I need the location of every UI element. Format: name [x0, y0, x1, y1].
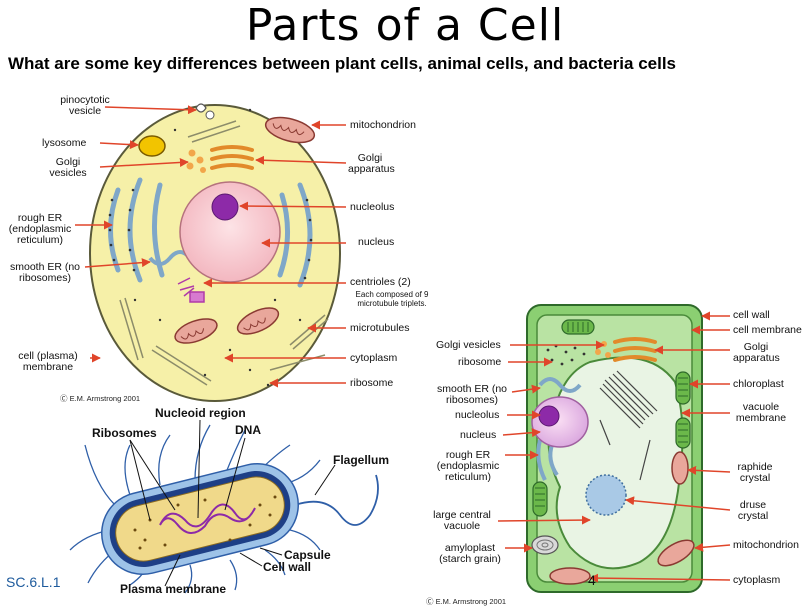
chloroplast-top: [561, 319, 595, 335]
label-amyloplast: amyloplast (starch grain): [439, 542, 501, 565]
druse-crystal: [585, 474, 627, 516]
mitochondrion-2: [174, 318, 218, 344]
label-capsule: Capsule: [284, 548, 331, 562]
lysosome: [138, 135, 166, 157]
label-rough-er: rough ER (endoplasmic reticulum): [8, 212, 72, 246]
flagellum: [294, 474, 379, 526]
label-vacuole-membrane: vacuole membrane: [735, 401, 787, 424]
label-golgi-apparatus: Golgi apparatus: [348, 152, 395, 175]
centrioles: [177, 277, 205, 303]
label-microtubules: microtubules: [350, 322, 410, 334]
label-plant-rough-er: rough ER (endoplasmic reticulum): [436, 449, 500, 483]
animal-credit-text: E.M. Armstrong 2001: [69, 394, 141, 403]
plant-rough-er: [536, 439, 559, 481]
label-cell-wall: Cell wall: [263, 560, 312, 574]
animal-cell: [75, 103, 347, 402]
label-cytoplasm: cytoplasm: [350, 352, 398, 364]
label-plant-ribosome: ribosome: [458, 356, 502, 368]
plant-credit-text: E.M. Armstrong 2001: [435, 597, 507, 606]
plasma-membrane: [115, 476, 285, 562]
chloroplast-right-1: [675, 371, 691, 405]
amyloplast: [531, 535, 559, 555]
label-nucleolus: nucleolus: [350, 201, 395, 213]
label-centrioles: centrioles (2): [350, 276, 411, 288]
plant-golgi: [613, 337, 657, 362]
label-chloroplast: chloroplast: [733, 378, 784, 390]
plant-smooth-er: [538, 377, 582, 393]
microtubules: [119, 120, 329, 386]
animal-nucleus: [179, 181, 281, 283]
pinocytotic-vesicle: [195, 103, 207, 113]
label-centrioles-note: Each composed of 9 microtubule triplets.: [355, 290, 429, 308]
plant-mitochondrion-bottom: [657, 539, 695, 567]
label-raphide-crystal: raphide crystal: [737, 461, 773, 484]
chloroplast-left: [532, 481, 548, 517]
label-plant-cytoplasm: cytoplasm: [733, 574, 781, 586]
label-mitochondrion: mitochondrion: [350, 119, 416, 131]
plant-cell: [497, 304, 731, 593]
animal-nucleolus: [211, 193, 239, 221]
label-plant-nucleus: nucleus: [460, 429, 497, 441]
standard-code: SC.6.L.1: [6, 574, 61, 590]
plant-credit: Ⓒ E.M. Armstrong 2001: [426, 597, 507, 606]
label-plant-mitochondrion: mitochondrion: [733, 539, 799, 551]
page-subtitle: What are some key differences between pl…: [8, 54, 677, 73]
label-ribosomes: Ribosomes: [92, 426, 157, 440]
label-ribosome: ribosome: [350, 377, 394, 389]
animal-credit: Ⓒ E.M. Armstrong 2001: [60, 394, 141, 403]
raphide-crystal: [599, 370, 658, 481]
mitochondrion-1: [264, 116, 316, 144]
label-plasma-membrane: Plasma membrane: [120, 582, 227, 596]
label-pinocytotic-vesicle: pinocytotic vesicle: [60, 94, 110, 117]
plant-arrows: [497, 311, 731, 583]
label-golgi-vesicles: Golgi vesicles: [49, 156, 87, 179]
label-cell-membrane: cell (plasma) membrane: [18, 350, 78, 373]
label-plant-cell-membrane: cell membrane: [733, 324, 802, 336]
bacteria-cell: [69, 419, 379, 594]
label-nucleoid-region: Nucleoid region: [155, 406, 246, 420]
ribosomes: [133, 108, 302, 387]
slide-number: 4: [588, 572, 596, 588]
label-plant-smooth-er: smooth ER (no ribosomes): [436, 383, 508, 406]
label-druse-crystal: druse crystal: [737, 499, 769, 522]
label-flagellum: Flagellum: [333, 453, 390, 467]
plant-mitochondrion-right: [671, 451, 689, 485]
plant-mitochondrion-left: [549, 567, 591, 585]
label-plant-cell-wall: cell wall: [733, 309, 770, 321]
golgi-apparatus: [210, 145, 254, 170]
label-smooth-er: smooth ER (no ribosomes): [9, 261, 81, 284]
label-nucleus: nucleus: [358, 236, 395, 248]
mitochondrion-3: [236, 307, 280, 335]
label-large-central-vacuole: large central vacuole: [433, 509, 491, 532]
bacterial-dna: [159, 503, 256, 534]
chloroplast-right-2: [675, 417, 691, 449]
label-dna: DNA: [235, 423, 261, 437]
label-plant-nucleolus: nucleolus: [455, 409, 500, 421]
bacteria-ribosomes: [133, 495, 277, 550]
label-lysosome: lysosome: [42, 137, 87, 149]
label-plant-golgi-apparatus: Golgi apparatus: [733, 341, 780, 364]
plant-nucleolus: [538, 405, 560, 427]
label-plant-golgi-vesicles: Golgi vesicles: [436, 339, 501, 351]
animal-arrows: [75, 105, 347, 388]
bacteria-leaders: [129, 419, 336, 587]
page-title: Parts of a Cell: [245, 0, 565, 51]
